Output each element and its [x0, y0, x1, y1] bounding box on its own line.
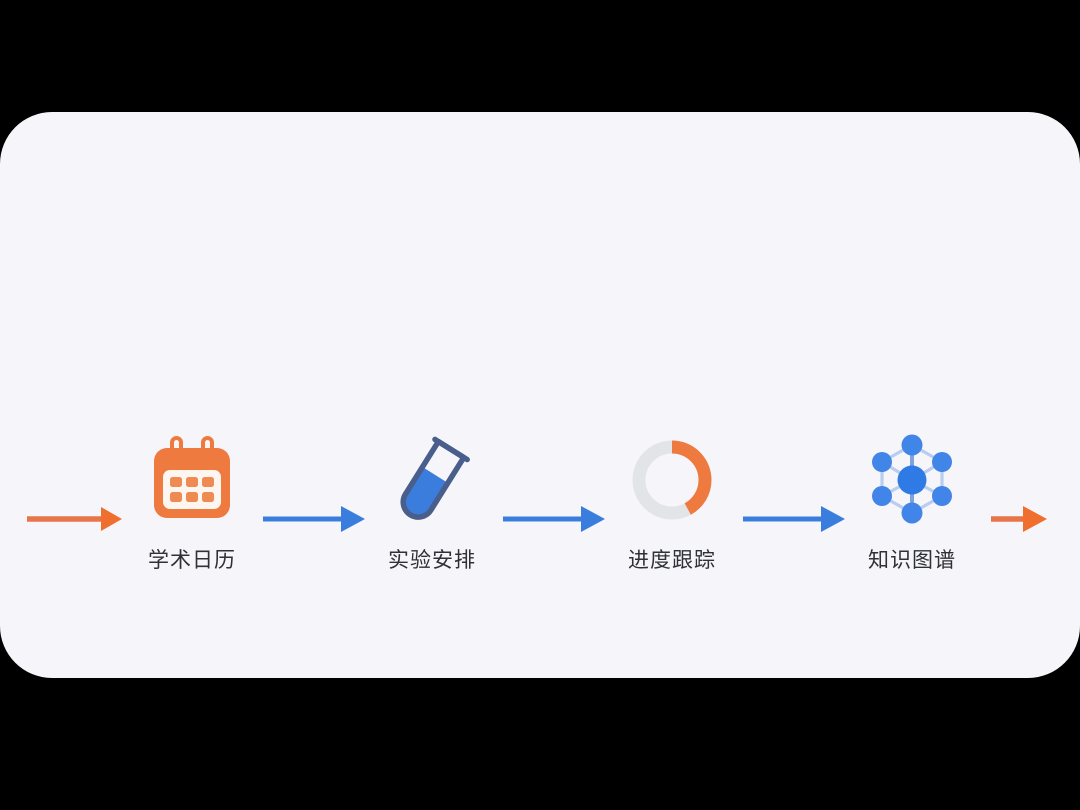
exit-arrow [975, 430, 1053, 590]
connector-arrow-3 [733, 430, 851, 590]
step-label: 进度跟踪 [628, 548, 716, 572]
step-progress-tracking[interactable]: 进度跟踪 [611, 430, 733, 571]
connector-arrow-1 [253, 430, 371, 590]
step-label: 学术日历 [148, 548, 236, 572]
calendar-icon [142, 430, 242, 530]
entry-arrow [27, 430, 127, 590]
step-knowledge-graph[interactable]: 知识图谱 [851, 430, 973, 571]
test-tube-icon [382, 430, 482, 530]
step-label: 知识图谱 [868, 548, 956, 572]
process-flow: 学术日历 [0, 430, 1080, 610]
step-experiment-schedule[interactable]: 实验安排 [371, 430, 493, 571]
progress-ring-icon [622, 430, 722, 530]
step-academic-calendar[interactable]: 学术日历 [131, 430, 253, 571]
step-label: 实验安排 [388, 548, 476, 572]
flow-card: 学术日历 [0, 112, 1080, 678]
knowledge-graph-icon [862, 430, 962, 530]
connector-arrow-2 [493, 430, 611, 590]
